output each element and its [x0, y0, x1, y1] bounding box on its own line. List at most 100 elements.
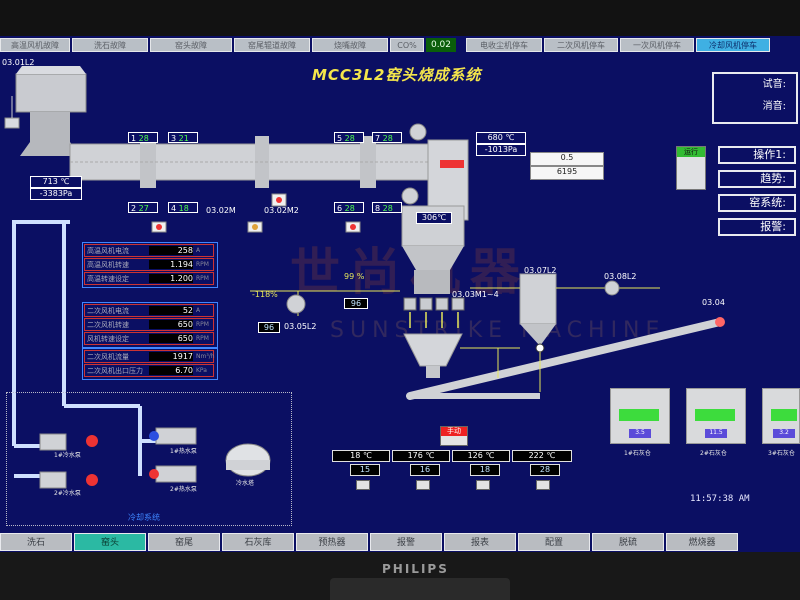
nav-tab-lime-store[interactable]: 石灰库 [222, 533, 294, 551]
trial-sound[interactable]: 试音: [762, 79, 786, 90]
pump-icons [39, 427, 271, 489]
temp-cell-2: 176 ℃ [392, 450, 450, 462]
nav-tab-preheater[interactable]: 预热器 [296, 533, 368, 551]
alarm-4[interactable]: 烧嘴故障 [312, 38, 388, 52]
clear-sound[interactable]: 消音: [762, 101, 786, 112]
nav-tab-config[interactable]: 配置 [518, 533, 590, 551]
process-diagram [4, 66, 725, 489]
cooling-system-frame [6, 392, 292, 526]
pump-3-label: 1#热水泵 [170, 448, 197, 455]
manual-button[interactable]: 手动 [440, 426, 468, 446]
preheater-hopper [15, 73, 87, 113]
trend-button[interactable]: 趋势: [718, 170, 796, 188]
page-title: MCC3L2窑头烧成系统 [312, 66, 482, 84]
left-temp: 713 ℃ [30, 176, 82, 188]
head-temp: 680 ℃ [476, 132, 526, 144]
valve-center-val: 96 [344, 298, 368, 309]
alarm-2[interactable]: 窑头故障 [150, 38, 232, 52]
alarm-5[interactable]: 电收尘机停车 [466, 38, 542, 52]
label-05L2: 03.05L2 [284, 322, 317, 331]
left-pressure: -3383Pa [30, 188, 82, 200]
head-pressure: -1013Pa [476, 144, 526, 156]
pump-2-label: 2#冷水泵 [54, 490, 81, 497]
co-value: 0.02 [426, 38, 456, 52]
temp-val-2: 16 [410, 464, 440, 476]
alarm-button[interactable]: 报警: [718, 218, 796, 236]
tag-1: 1 28 [128, 132, 158, 143]
alarm-0[interactable]: 高温风机故障 [0, 38, 70, 52]
monitor-bezel-top [0, 0, 800, 36]
ratio-box-2: 6195 [530, 166, 604, 180]
hood-temp: 306℃ [416, 212, 452, 224]
tag-8: 8 28 [372, 202, 402, 213]
param-group-3 [82, 348, 218, 380]
valve-center-pct: 99 % [344, 272, 365, 281]
valve-left-val: 96 [258, 322, 280, 333]
operate-button[interactable]: 操作1: [718, 146, 796, 164]
burner [440, 160, 464, 168]
tag-6: 6 28 [334, 202, 364, 213]
run-status-button[interactable]: 运行 [676, 146, 706, 190]
silo-3: 3.2 [762, 388, 800, 444]
label-01L2: 03.01L2 [2, 58, 35, 67]
alarm-7[interactable]: 一次风机停车 [620, 38, 694, 52]
label-07L2: 03.07L2 [524, 266, 557, 275]
temp-cell-3: 126 ℃ [452, 450, 510, 462]
silo-2-label: 2#石灰仓 [700, 450, 727, 457]
alarm-8[interactable]: 冷却风机停车 [696, 38, 770, 52]
alarm-1[interactable]: 洗石故障 [72, 38, 148, 52]
valve-left-pct: -118% [252, 290, 278, 299]
legend-cooling: 冷却系统 [128, 513, 160, 522]
param-group-2 [82, 302, 218, 348]
temp-cell-1: 18 ℃ [332, 450, 390, 462]
nav-tab-kiln-tail[interactable]: 窑尾 [148, 533, 220, 551]
nav-tab-alarm[interactable]: 报警 [370, 533, 442, 551]
co-label: CO% [390, 38, 424, 52]
nav-tab-desulfur[interactable]: 脱硫 [592, 533, 664, 551]
temp-val-3: 18 [470, 464, 500, 476]
damper-button-3[interactable] [476, 480, 490, 490]
silo-2: 11.5 [686, 388, 746, 444]
watermark-en: SUNSTRIKE MACHINE [330, 318, 666, 343]
label-02M2: 03.02M2 [264, 206, 299, 215]
pump-4-label: 2#热水泵 [170, 486, 197, 493]
alarm-3[interactable]: 窑尾辊道故障 [234, 38, 310, 52]
tag-2: 2 27 [128, 202, 158, 213]
silo-3-label: 3#石灰仓 [768, 450, 795, 457]
temp-val-1: 15 [350, 464, 380, 476]
label-03M1: 03.03M1~4 [452, 290, 499, 299]
temp-cell-4: 222 ℃ [512, 450, 572, 462]
damper-button-4[interactable] [536, 480, 550, 490]
sound-panel: 试音: 消音: [712, 72, 798, 124]
nav-tab-burner[interactable]: 燃烧器 [666, 533, 738, 551]
silo-1-label: 1#石灰仓 [624, 450, 651, 457]
tag-3: 3 21 [168, 132, 198, 143]
nav-tab-report[interactable]: 报表 [444, 533, 516, 551]
dust-collector [519, 273, 557, 325]
tag-5: 5 28 [334, 132, 364, 143]
nav-tab-wash[interactable]: 洗石 [0, 533, 72, 551]
nav-tab-kiln-head[interactable]: 窑头 [74, 533, 146, 551]
label-08L2: 03.08L2 [604, 272, 637, 281]
clock: 11:57:38 AM [690, 494, 750, 504]
damper-button-2[interactable] [416, 480, 430, 490]
damper-button-1[interactable] [356, 480, 370, 490]
fan-05L2 [286, 294, 306, 314]
temp-val-4: 28 [530, 464, 560, 476]
kiln-system-button[interactable]: 窑系统: [718, 194, 796, 212]
alarm-6[interactable]: 二次风机停车 [544, 38, 618, 52]
label-04: 03.04 [702, 298, 725, 307]
nav-bar: 洗石 窑头 窑尾 石灰库 预热器 报警 报表 配置 脱硫 燃烧器 [0, 532, 800, 552]
tag-7: 7 28 [372, 132, 402, 143]
monitor-brand: PHILIPS [382, 562, 449, 576]
